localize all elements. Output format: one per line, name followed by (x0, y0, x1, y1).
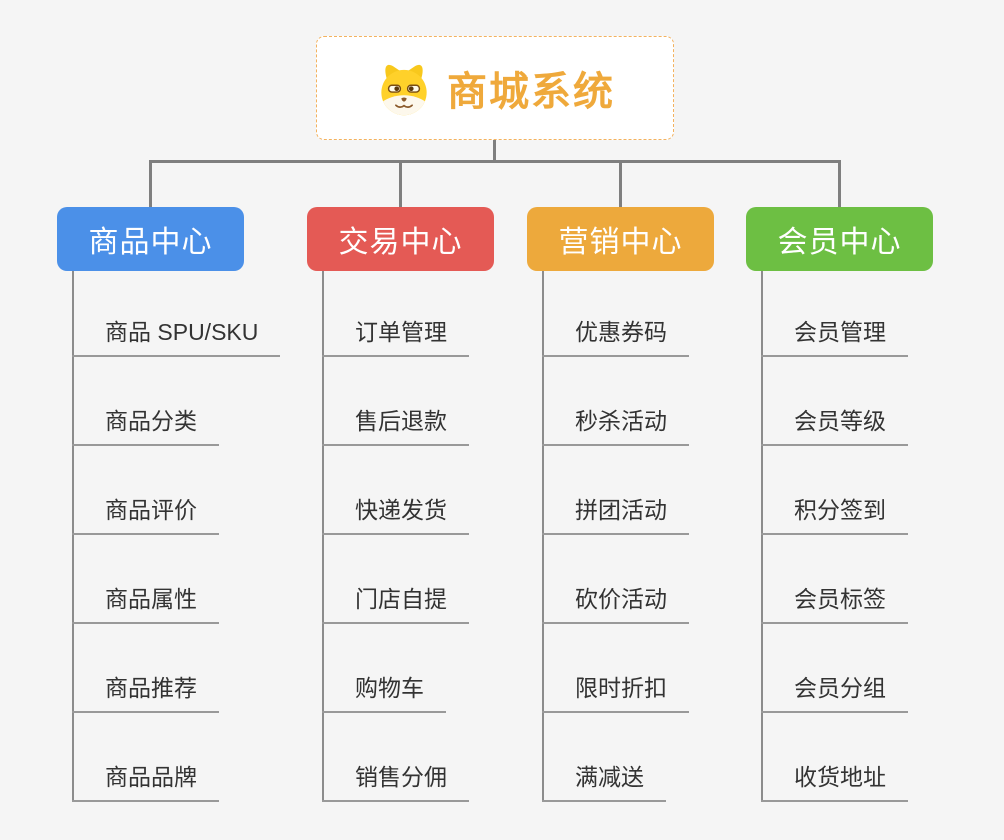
leaf-node[interactable]: 满减送 (542, 762, 666, 802)
leaf-node[interactable]: 会员标签 (761, 584, 908, 624)
connector-drop-member (838, 160, 841, 207)
leaf-node[interactable]: 会员等级 (761, 406, 908, 446)
leaf-node[interactable]: 售后退款 (322, 406, 469, 446)
connector-horizontal-bar (149, 160, 841, 163)
branch-trunk-line (761, 271, 763, 802)
leaf-node[interactable]: 订单管理 (322, 317, 469, 357)
branch-trunk-line (322, 271, 324, 802)
branch-marketing-center: 营销中心 优惠券码 秒杀活动 拼团活动 砍价活动 限时折扣 满减送 (527, 207, 714, 807)
leaf-node[interactable]: 商品评价 (72, 495, 219, 535)
leaf-node[interactable]: 门店自提 (322, 584, 469, 624)
leaf-node[interactable]: 销售分佣 (322, 762, 469, 802)
leaf-node[interactable]: 购物车 (322, 673, 446, 713)
branch-node-marketing-center[interactable]: 营销中心 (527, 207, 714, 271)
connector-drop-product (149, 160, 152, 207)
connector-drop-marketing (619, 160, 622, 207)
leaf-node[interactable]: 商品推荐 (72, 673, 219, 713)
leaf-node[interactable]: 商品 SPU/SKU (72, 317, 281, 357)
root-node-title: 商城系统 (447, 70, 615, 114)
branch-trunk-line (542, 271, 544, 802)
root-node-mall-system[interactable]: 商城系统 (316, 36, 674, 140)
leaf-node[interactable]: 收货地址 (761, 762, 908, 802)
leaf-node[interactable]: 限时折扣 (542, 673, 689, 713)
branch-node-product-center[interactable]: 商品中心 (57, 207, 244, 271)
branch-trunk-line (72, 271, 74, 802)
leaf-node[interactable]: 秒杀活动 (542, 406, 689, 446)
dog-face-icon (381, 64, 427, 116)
branch-node-trade-center[interactable]: 交易中心 (307, 207, 494, 271)
leaf-node[interactable]: 商品属性 (72, 584, 219, 624)
leaf-node[interactable]: 会员管理 (761, 317, 908, 357)
leaf-node[interactable]: 商品分类 (72, 406, 219, 446)
leaf-node[interactable]: 会员分组 (761, 673, 908, 713)
branch-product-center: 商品中心 商品 SPU/SKU 商品分类 商品评价 商品属性 商品推荐 商品品牌 (57, 207, 281, 807)
leaf-node[interactable]: 拼团活动 (542, 495, 689, 535)
leaf-node[interactable]: 快递发货 (322, 495, 469, 535)
leaf-node[interactable]: 商品品牌 (72, 762, 219, 802)
leaf-node[interactable]: 砍价活动 (542, 584, 689, 624)
connector-drop-trade (399, 160, 402, 207)
connector-root-stem (493, 140, 496, 162)
leaf-node[interactable]: 优惠券码 (542, 317, 689, 357)
branch-node-member-center[interactable]: 会员中心 (746, 207, 933, 271)
branch-trade-center: 交易中心 订单管理 售后退款 快递发货 门店自提 购物车 销售分佣 (307, 207, 494, 807)
leaf-node[interactable]: 积分签到 (761, 495, 908, 535)
branch-member-center: 会员中心 会员管理 会员等级 积分签到 会员标签 会员分组 收货地址 (746, 207, 933, 807)
